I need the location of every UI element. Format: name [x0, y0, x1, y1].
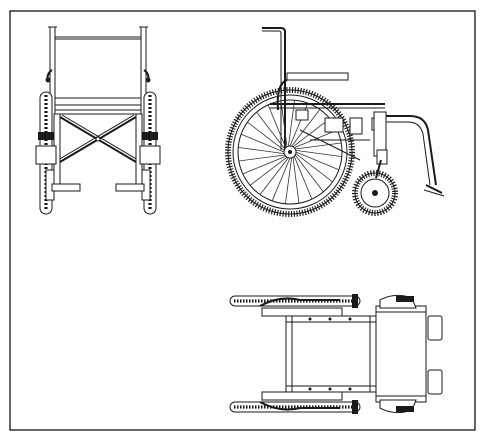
- wheel-spoke: [238, 147, 285, 154]
- wheel-spoke: [242, 155, 286, 175]
- wheel-spoke: [292, 157, 300, 204]
- top-left-footplate: [427, 315, 443, 341]
- wheel-spoke: [280, 100, 288, 147]
- wheel-spoke: [294, 129, 338, 149]
- wheel-spoke: [247, 121, 285, 151]
- front-left-footrest: [51, 183, 81, 192]
- wheel-spoke: [249, 156, 288, 186]
- wheel-spoke: [295, 153, 333, 183]
- wheel-spoke: [241, 133, 285, 153]
- top-footrest-area: [375, 305, 427, 403]
- top-view: [229, 294, 443, 414]
- wheel-spoke: [238, 154, 285, 162]
- top-seat-frame: [285, 315, 377, 393]
- wheel-spoke: [295, 142, 342, 150]
- side-footrest-hanger: [380, 115, 437, 186]
- drawing-border: [9, 10, 476, 431]
- wheel-spoke: [295, 151, 339, 171]
- wheel-spoke: [259, 157, 289, 195]
- front-right-footrest: [115, 183, 145, 192]
- wheel-spoke: [295, 150, 342, 157]
- side-back-post: [262, 27, 286, 150]
- wheel-spoke: [291, 109, 321, 147]
- front-view: [35, 26, 161, 215]
- side-view: [225, 27, 445, 217]
- wheel-spoke: [294, 154, 324, 193]
- wheel-spoke: [271, 157, 291, 201]
- wheel-spoke: [288, 100, 295, 147]
- wheel-spoke: [267, 104, 287, 148]
- wheel-spoke: [256, 111, 286, 150]
- front-seat: [54, 104, 142, 111]
- wheel-spoke: [285, 157, 292, 204]
- wheel-spoke: [292, 118, 331, 148]
- top-right-footplate: [427, 369, 443, 395]
- side-armrest: [286, 72, 349, 81]
- side-wheel-spokes: [238, 100, 342, 204]
- wheel-spoke: [293, 156, 313, 200]
